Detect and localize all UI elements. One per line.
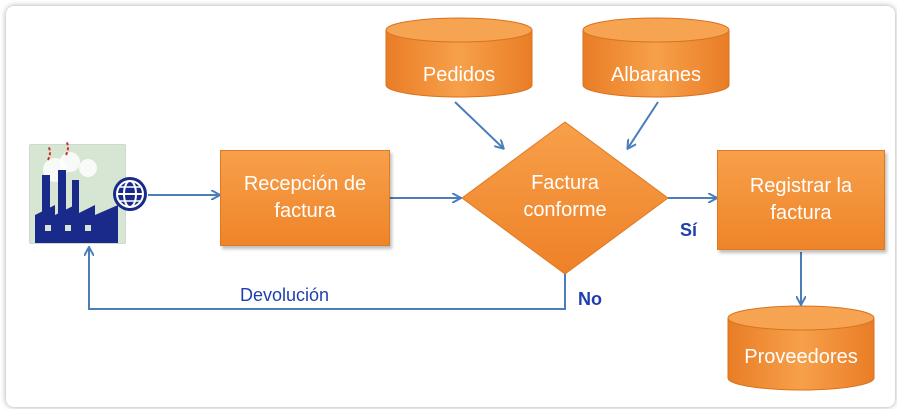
database-pedidos (385, 17, 533, 98)
arrow-pedidos-to-decision (454, 101, 503, 148)
process-registrar: Registrar la factura (717, 150, 885, 250)
database-albaranes-label: Albaranes (610, 64, 702, 86)
globe-icon (113, 177, 147, 211)
edge-label-no: No (578, 289, 602, 309)
factory-icon (29, 140, 126, 244)
database-proveedores-label: Proveedores (744, 346, 858, 368)
edge-label-devolucion: Devolución (240, 285, 330, 305)
arrow-devolucion (89, 248, 566, 310)
decision-label: Factura conforme (523, 172, 607, 221)
database-pedidos-label: Pedidos (422, 64, 496, 86)
database-proveedores (727, 305, 875, 391)
edge-label-si: Sí (680, 220, 698, 240)
database-albaranes (582, 17, 730, 98)
process-recepcion: Recepción de factura (220, 150, 390, 246)
arrow-albaranes-to-decision (628, 101, 659, 148)
